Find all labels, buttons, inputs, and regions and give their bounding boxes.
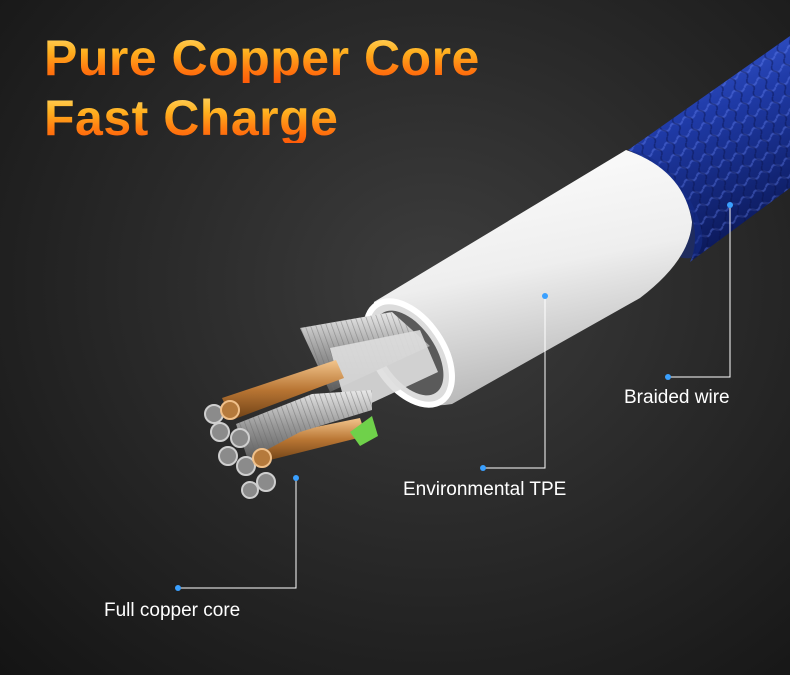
callout-dot-braided: [727, 202, 733, 208]
headline-line-1: Pure Copper Core: [44, 30, 480, 86]
callout-dot-tpe: [542, 293, 548, 299]
callout-copper: [175, 475, 299, 591]
callout-tpe: [480, 293, 548, 471]
callout-dot-braided-end: [665, 374, 671, 380]
copper-conductors: [222, 360, 378, 462]
callout-dot-tpe-end: [480, 465, 486, 471]
callout-label-tpe: Environmental TPE: [403, 479, 567, 500]
callout-label-braided: Braided wire: [624, 387, 730, 408]
callout-braided: [665, 202, 733, 380]
headline-line-2: Fast Charge: [44, 90, 339, 146]
strand-ends: [204, 400, 276, 499]
callout-dot-copper-end: [175, 585, 181, 591]
callout-label-copper: Full copper core: [104, 600, 241, 621]
callout-dot-copper: [293, 475, 299, 481]
